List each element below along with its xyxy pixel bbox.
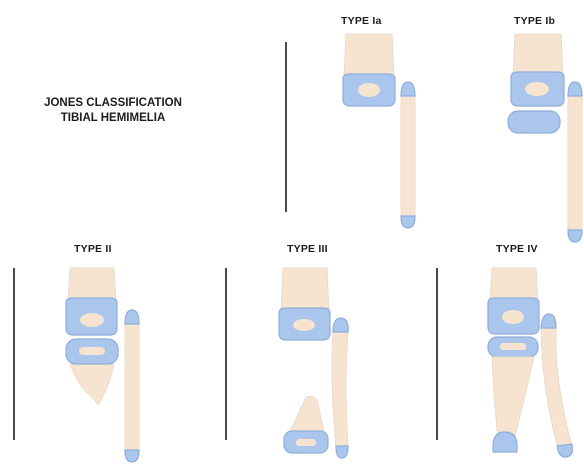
femur-shaft bbox=[344, 34, 394, 80]
ossification-center bbox=[358, 83, 380, 97]
fibula-proximal-cartilage bbox=[333, 318, 348, 332]
fibula-proximal-cartilage bbox=[125, 310, 139, 324]
ossification-center bbox=[293, 319, 315, 331]
fibula-distal-cartilage bbox=[557, 444, 572, 457]
type-ii-illustration bbox=[66, 268, 139, 462]
type-iv-illustration bbox=[488, 268, 572, 457]
fibula bbox=[401, 82, 415, 228]
femur-shaft bbox=[281, 268, 329, 314]
fibula-distal-cartilage bbox=[401, 216, 415, 228]
type-ia-illustration bbox=[343, 34, 415, 228]
fibula bbox=[568, 82, 582, 242]
type-iii-illustration bbox=[279, 268, 348, 458]
ossification-center bbox=[80, 313, 104, 327]
ossification-center bbox=[79, 347, 105, 355]
fibula-proximal-cartilage bbox=[401, 82, 415, 96]
fibula bbox=[332, 318, 348, 458]
ossification-center bbox=[525, 82, 549, 96]
proximal-tibia-remnant bbox=[70, 364, 114, 405]
distal-tibial-epiphysis bbox=[493, 432, 517, 452]
proximal-tibial-epiphysis bbox=[508, 111, 560, 133]
fibula-proximal-cartilage bbox=[541, 314, 556, 328]
fibula bbox=[125, 310, 139, 462]
ossification-center bbox=[500, 343, 526, 350]
fibula bbox=[541, 314, 572, 457]
ossification-center bbox=[502, 310, 524, 324]
distal-tibia-remnant bbox=[290, 396, 324, 432]
fibula-proximal-cartilage bbox=[568, 82, 582, 96]
fibula-distal-cartilage bbox=[125, 450, 139, 462]
ossification-center bbox=[296, 439, 316, 446]
type-ib-illustration bbox=[508, 34, 582, 242]
tibia bbox=[492, 357, 534, 440]
fibula-distal-cartilage bbox=[336, 446, 348, 458]
fibula-distal-cartilage bbox=[568, 230, 582, 242]
